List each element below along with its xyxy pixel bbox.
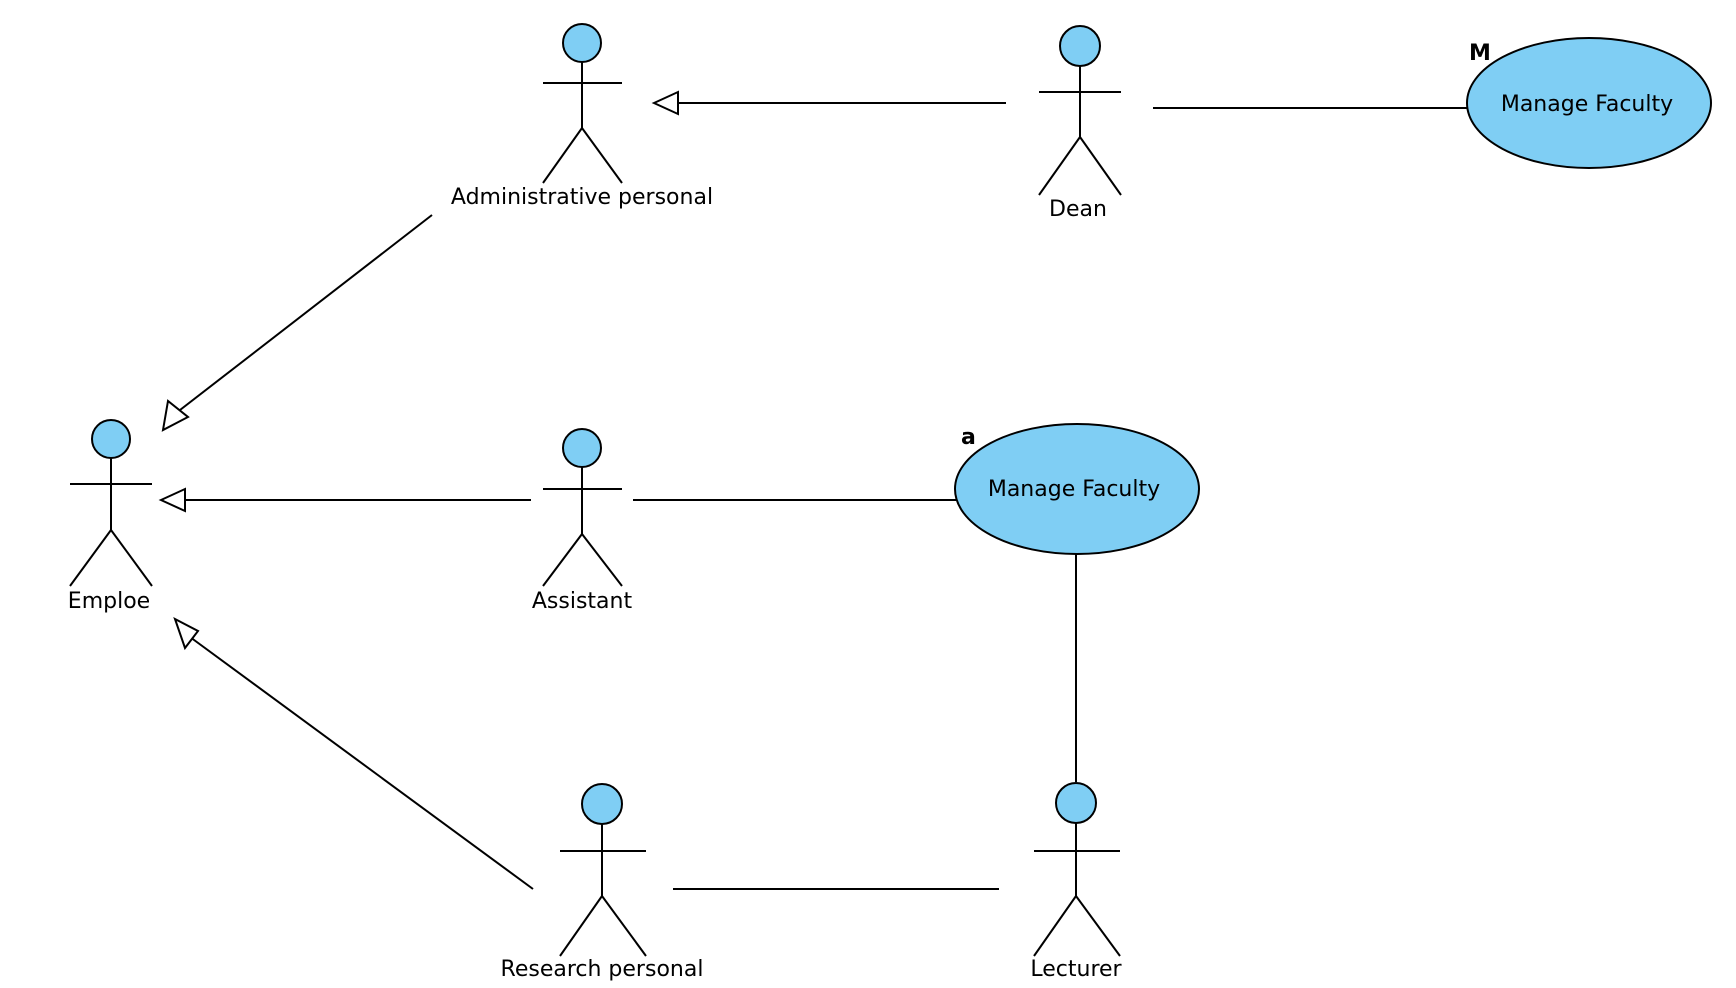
generalization-arrowhead	[161, 399, 190, 432]
actor-leg-right	[110, 529, 153, 587]
actor-leg-left	[542, 533, 583, 587]
actor-leg-right	[581, 127, 623, 184]
actor-leg-left	[69, 529, 112, 587]
generalization-administrative-to-emploe[interactable]	[179, 214, 433, 411]
actor-emploe[interactable]: Emploe	[68, 419, 153, 614]
use-case-tag: M	[1469, 41, 1491, 66]
actor-leg-left	[559, 895, 603, 957]
generalization-arrowhead	[173, 616, 200, 651]
use-case-tag: a	[961, 425, 976, 450]
actor-label: Lecturer	[1030, 957, 1122, 982]
actor-leg-left	[542, 127, 583, 184]
actor-leg-right	[581, 533, 623, 587]
actor-label: Research personal	[501, 957, 704, 982]
actor-head	[581, 783, 623, 825]
actor-leg-left	[1033, 895, 1077, 957]
relationships	[158, 90, 1467, 890]
use-case-label: Manage Faculty	[1501, 92, 1673, 117]
use-case-label: Manage Faculty	[988, 477, 1160, 502]
actor-assistant[interactable]: Assistant	[532, 428, 633, 614]
actor-head	[562, 428, 602, 468]
actor-label: Administrative personal	[451, 185, 713, 210]
actor-head	[562, 23, 602, 63]
actor-head	[91, 419, 131, 459]
actor-label: Assistant	[532, 589, 633, 614]
generalization-arrowhead	[158, 487, 186, 513]
actor-label: Dean	[1049, 197, 1107, 222]
use-case-ellipse	[1466, 37, 1712, 169]
generalization-arrowhead	[651, 90, 679, 116]
actor-leg-right	[1075, 895, 1121, 957]
use-case-ellipse	[954, 423, 1200, 555]
actor-head	[1055, 782, 1097, 824]
actor-dean[interactable]: Dean	[1038, 25, 1122, 222]
actor-head	[1059, 25, 1101, 67]
actor-label: Emploe	[68, 589, 150, 614]
actor-leg-right	[601, 895, 647, 957]
actor-leg-right	[1079, 136, 1122, 196]
actor-research-personal[interactable]: Research personal	[501, 783, 704, 982]
use-case-manage-faculty-top[interactable]: Manage Faculty M	[1466, 37, 1712, 169]
actor-lecturer[interactable]: Lecturer	[1030, 782, 1123, 982]
use-case-manage-faculty-middle[interactable]: Manage Faculty a	[954, 423, 1200, 555]
generalization-research-to-emploe[interactable]	[189, 636, 534, 890]
actor-leg-left	[1038, 136, 1081, 196]
actor-administrative-personal[interactable]: Administrative personal	[451, 23, 713, 210]
